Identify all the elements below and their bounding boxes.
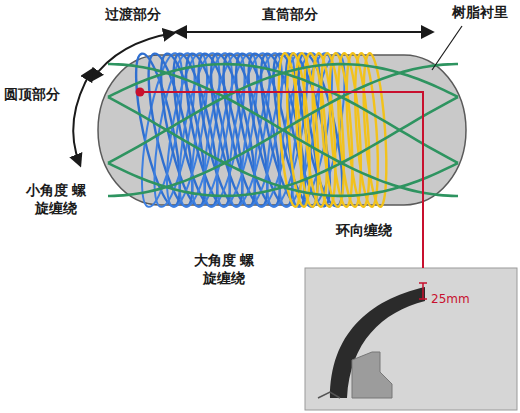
label-slot: 树脂衬里 <box>452 4 508 22</box>
part-label: 环向缠绕 <box>336 222 392 240</box>
part-label: 小角度 螺旋缠绕 <box>20 182 92 217</box>
boss-fitting <box>352 352 392 398</box>
dimension-label: 25mm <box>431 292 470 307</box>
callout-line <box>140 92 423 268</box>
label-slot: 环向缠绕 <box>336 222 392 240</box>
label-slot: 圆顶部分 <box>4 86 60 104</box>
callout-dot <box>136 88 145 97</box>
part-label: 树脂衬里 <box>452 4 508 22</box>
boss-fitting <box>318 392 340 398</box>
label-slot: 大角度 螺旋缠绕 <box>188 252 260 287</box>
span-arrow <box>73 70 92 165</box>
span-arrow <box>92 33 174 80</box>
small-angle-winding <box>108 64 458 196</box>
small-angle-winding <box>108 64 458 196</box>
part-label: 直筒部分 <box>262 6 318 24</box>
small-angle-winding <box>108 64 458 163</box>
label-slot: 25mm <box>431 292 470 307</box>
small-angle-winding <box>108 97 458 196</box>
small-angle-winding <box>108 97 458 196</box>
liner-section <box>330 287 425 398</box>
large-angle-winding <box>265 51 327 210</box>
dimension-mark <box>419 283 427 299</box>
hoop-winding <box>360 52 391 207</box>
part-label: 大角度 螺旋缠绕 <box>188 252 260 287</box>
section-inset <box>305 268 517 410</box>
label-slot: 小角度 螺旋缠绕 <box>20 182 92 217</box>
span-arrow <box>176 31 432 33</box>
small-angle-winding <box>108 64 458 163</box>
label-slot: 直筒部分 <box>262 6 318 24</box>
windings <box>108 51 458 210</box>
leader-line <box>432 26 462 70</box>
label-slot: 过渡部分 <box>105 6 161 24</box>
part-label: 圆顶部分 <box>4 86 60 104</box>
part-label: 过渡部分 <box>105 6 161 24</box>
